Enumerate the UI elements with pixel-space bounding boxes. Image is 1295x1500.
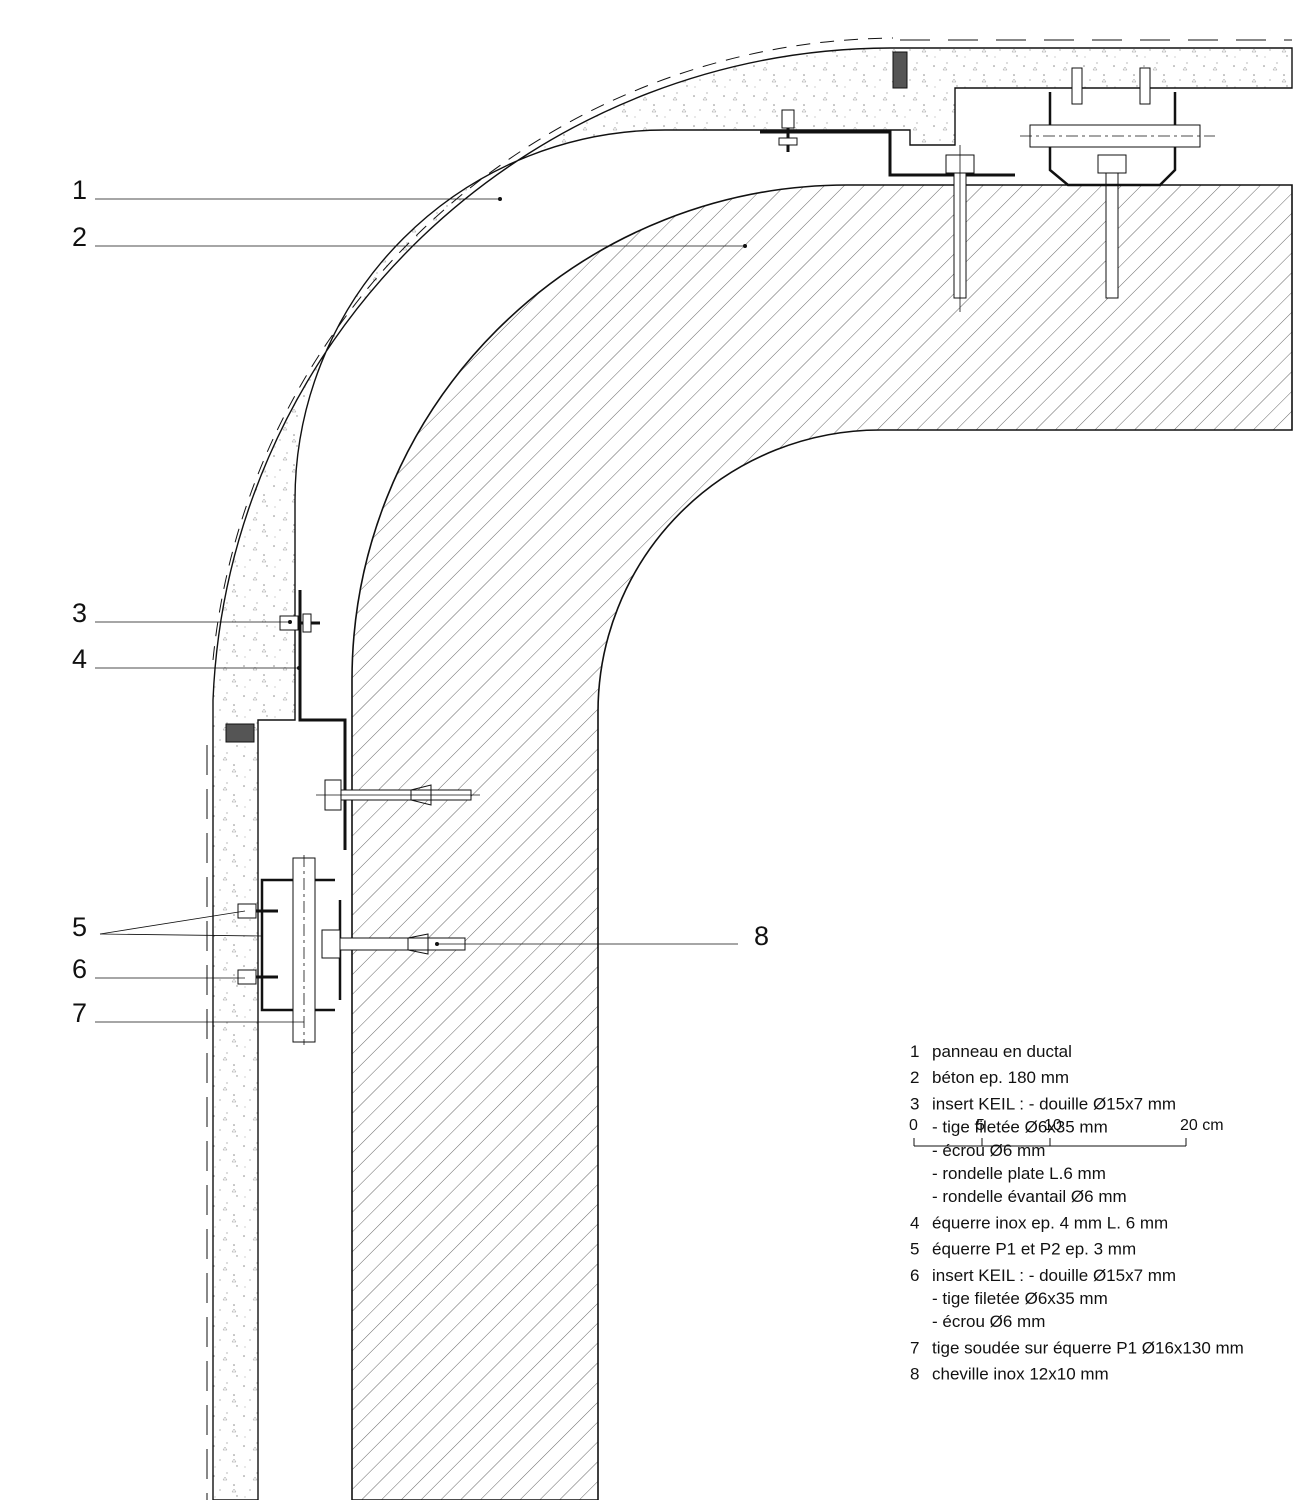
legend-text: - tige filetée Ø6x35 mm [932,1289,1108,1308]
callout-label-5: 5 [72,912,87,942]
legend-text: - rondelle plate L.6 mm [932,1164,1106,1183]
callout-label-6: 6 [72,954,87,984]
serrated-edge-curve [212,37,894,661]
scale-tick-label: 5 [976,1117,985,1134]
scale-tick-label: 10 [1044,1117,1062,1134]
legend-text: cheville inox 12x10 mm [932,1365,1109,1384]
legend-number: 4 [910,1213,919,1232]
callout-label-2: 2 [72,222,87,252]
ductal-panel [212,47,1293,1500]
bracket-p1-p2 [260,855,342,1045]
legend-text: équerre P1 et P2 ep. 3 mm [932,1240,1136,1259]
callout-point-3 [288,620,292,624]
anchor-top-left [945,145,975,312]
legend-text: panneau en ductal [932,1042,1072,1061]
callout-point-1 [498,197,502,201]
callout-label-3: 3 [72,598,87,628]
legend-text: - rondelle évantail Ø6 mm [932,1187,1127,1206]
legend-number: 5 [910,1240,919,1259]
callout-label-7: 7 [72,998,87,1028]
legend-number: 2 [910,1068,919,1087]
legend: 1 panneau en ductal 2 béton ep. 180 mm 3 inse… [910,1042,1244,1384]
legend-text: - tige filetée Ø6x35 mm [932,1118,1108,1137]
callout-leader-5b [99,933,263,937]
legend-text: béton ep. 180 mm [932,1068,1069,1087]
legend-number: 3 [910,1094,919,1113]
legend-text: - écrou Ø6 mm [932,1141,1045,1160]
stainless-bracket [298,590,347,850]
callout-point-8 [435,942,439,946]
anchor-top-right [1020,67,1215,299]
legend-text: insert KEIL : - douille Ø15x7 mm [932,1266,1176,1285]
insert-keil-lower [237,903,278,985]
callout-leader-5a [99,910,246,935]
legend-text: - écrou Ø6 mm [932,1312,1045,1331]
legend-number: 7 [910,1338,919,1357]
legend-number: 8 [910,1365,919,1384]
scale-tick-label: 0 [909,1117,918,1134]
scale-tick-label: 20 cm [1180,1117,1224,1134]
concrete-wall [351,184,1293,1500]
legend-number: 6 [910,1266,919,1285]
scale-bar: 0 5 10 20 cm [909,1117,1224,1147]
insert-keil-top [778,109,798,152]
stainless-bracket-top [760,130,1015,177]
callout-label-1: 1 [72,175,87,205]
legend-number: 1 [910,1042,919,1061]
callout-layer: 1 2 3 4 5 6 7 8 [72,175,769,1028]
joint-seal-left [225,723,255,743]
callout-point-4 [297,666,301,670]
callout-label-8: 8 [754,921,769,951]
legend-text: tige soudée sur équerre P1 Ø16x130 mm [932,1338,1244,1357]
callout-label-4: 4 [72,644,87,674]
legend-text: insert KEIL : - douille Ø15x7 mm [932,1094,1176,1113]
callout-point-2 [743,244,747,248]
legend-text: équerre inox ep. 4 mm L. 6 mm [932,1213,1168,1232]
anchor-upper-left [316,779,480,811]
joint-seal-top [892,51,908,89]
